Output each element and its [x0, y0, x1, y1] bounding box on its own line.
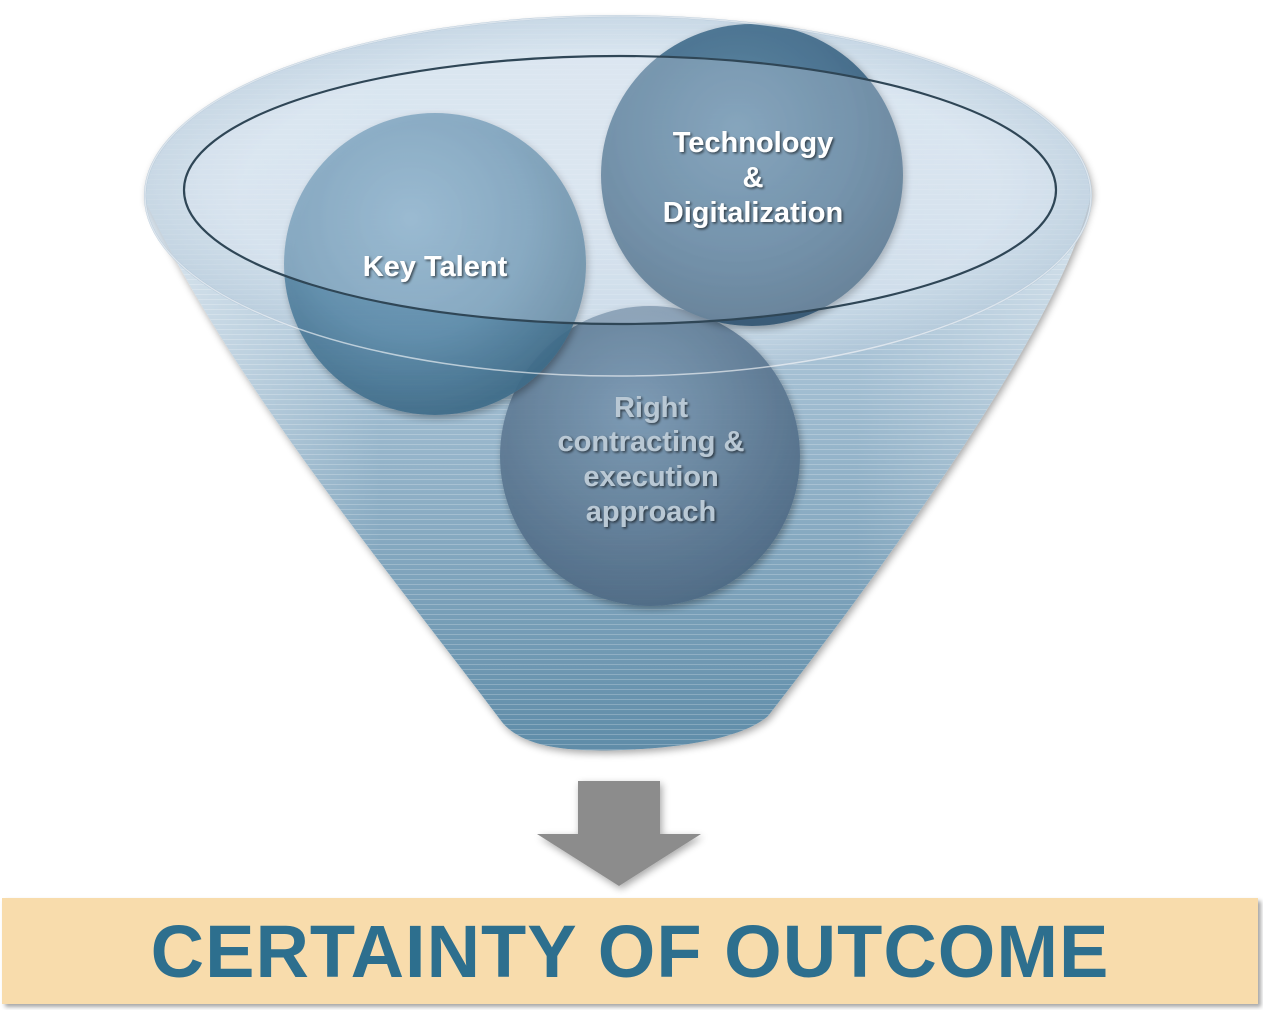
down-arrow-shape [537, 781, 701, 886]
circle-contracting [500, 306, 800, 606]
key-talent-label: Key Talent [363, 251, 508, 283]
contracting-label-line-3: execution [583, 461, 718, 493]
funnel-rim-inner [182, 54, 1058, 326]
circle-technology [601, 24, 903, 326]
circle-contracting-shape [500, 306, 800, 606]
contracting-label-line-2: contracting & [558, 426, 745, 458]
technology-label-line-2: & [743, 162, 764, 194]
down-arrow-icon [537, 781, 701, 886]
outcome-text: CERTAINTY OF OUTCOME [150, 909, 1110, 993]
contracting-label-line-1: Right [614, 392, 688, 424]
technology-label-line-1: Technology [673, 127, 834, 159]
funnel-rim-highlight [144, 15, 1092, 377]
circle-technology-shape [601, 24, 903, 326]
circle-key-talent [284, 113, 586, 415]
contracting-label-line-4: approach [586, 496, 717, 528]
circle-key-talent-shape [284, 113, 586, 415]
technology-label-line-3: Digitalization [663, 197, 843, 229]
outcome-banner: CERTAINTY OF OUTCOME [2, 898, 1258, 1004]
